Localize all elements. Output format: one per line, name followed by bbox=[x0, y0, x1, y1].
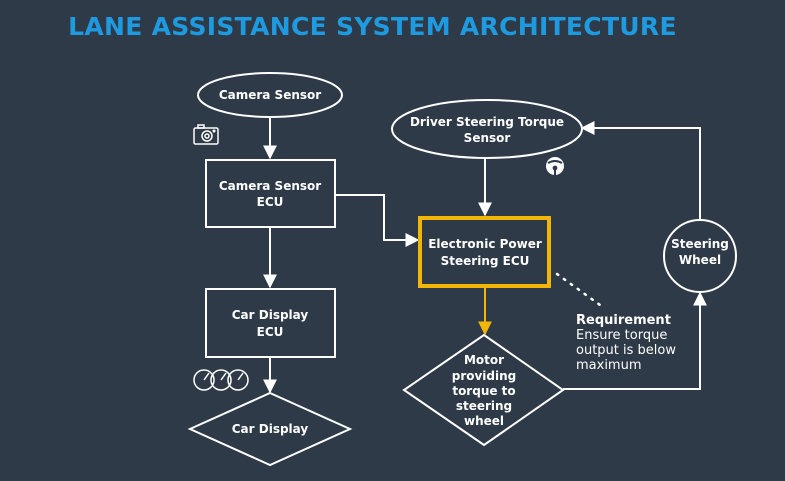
node-car-display: Car Display bbox=[187, 391, 353, 467]
label-motor-1: Motor bbox=[464, 353, 504, 367]
label-motor-2: providing bbox=[452, 369, 517, 383]
label-wheel-2: Wheel bbox=[679, 253, 721, 267]
label-display-ecu-1: Car Display bbox=[232, 308, 309, 322]
node-driver-torque-sensor: Driver Steering Torque Sensor bbox=[391, 99, 583, 159]
gauges-icon bbox=[193, 369, 249, 391]
label-motor-5: wheel bbox=[464, 414, 504, 428]
label-eps-1: Electronic Power bbox=[428, 237, 542, 251]
steering-wheel-icon bbox=[546, 157, 564, 175]
page-title: LANE ASSISTANCE SYSTEM ARCHITECTURE bbox=[68, 12, 677, 41]
label-motor-4: steering bbox=[456, 399, 512, 413]
node-motor: Motor providing torque to steering wheel bbox=[402, 333, 565, 447]
requirement-heading: Requirement bbox=[576, 313, 671, 328]
requirement-note: Requirement Ensure torque output is belo… bbox=[576, 313, 676, 373]
label-car-display: Car Display bbox=[232, 422, 309, 436]
node-camera-sensor: Camera Sensor bbox=[197, 72, 343, 118]
requirement-line-1: Ensure torque bbox=[576, 328, 667, 343]
edge-camera-ecu-to-eps bbox=[335, 194, 420, 247]
label-eps-2: Steering ECU bbox=[441, 254, 530, 268]
edge-motor-to-wheel bbox=[563, 291, 707, 390]
requirement-dotted-link bbox=[555, 272, 602, 307]
label-motor-3: torque to bbox=[452, 384, 515, 398]
node-eps-ecu: Electronic Power Steering ECU bbox=[418, 216, 551, 288]
label-wheel-1: Steering bbox=[671, 237, 729, 251]
label-torque-1: Driver Steering Torque bbox=[410, 115, 564, 129]
label-camera-sensor: Camera Sensor bbox=[219, 88, 321, 102]
label-camera-ecu-2: ECU bbox=[257, 195, 284, 209]
label-camera-ecu-1: Camera Sensor bbox=[219, 179, 321, 193]
camera-icon bbox=[193, 124, 219, 145]
requirement-line-3: maximum bbox=[576, 358, 642, 373]
node-steering-wheel: Steering Wheel bbox=[663, 219, 737, 293]
edge-wheel-to-torque bbox=[580, 121, 701, 220]
node-camera-sensor-ecu: Camera Sensor ECU bbox=[205, 159, 336, 228]
label-display-ecu-2: ECU bbox=[257, 325, 284, 339]
requirement-line-2: output is below bbox=[576, 343, 676, 358]
label-torque-2: Sensor bbox=[464, 131, 511, 145]
node-car-display-ecu: Car Display ECU bbox=[205, 288, 336, 358]
